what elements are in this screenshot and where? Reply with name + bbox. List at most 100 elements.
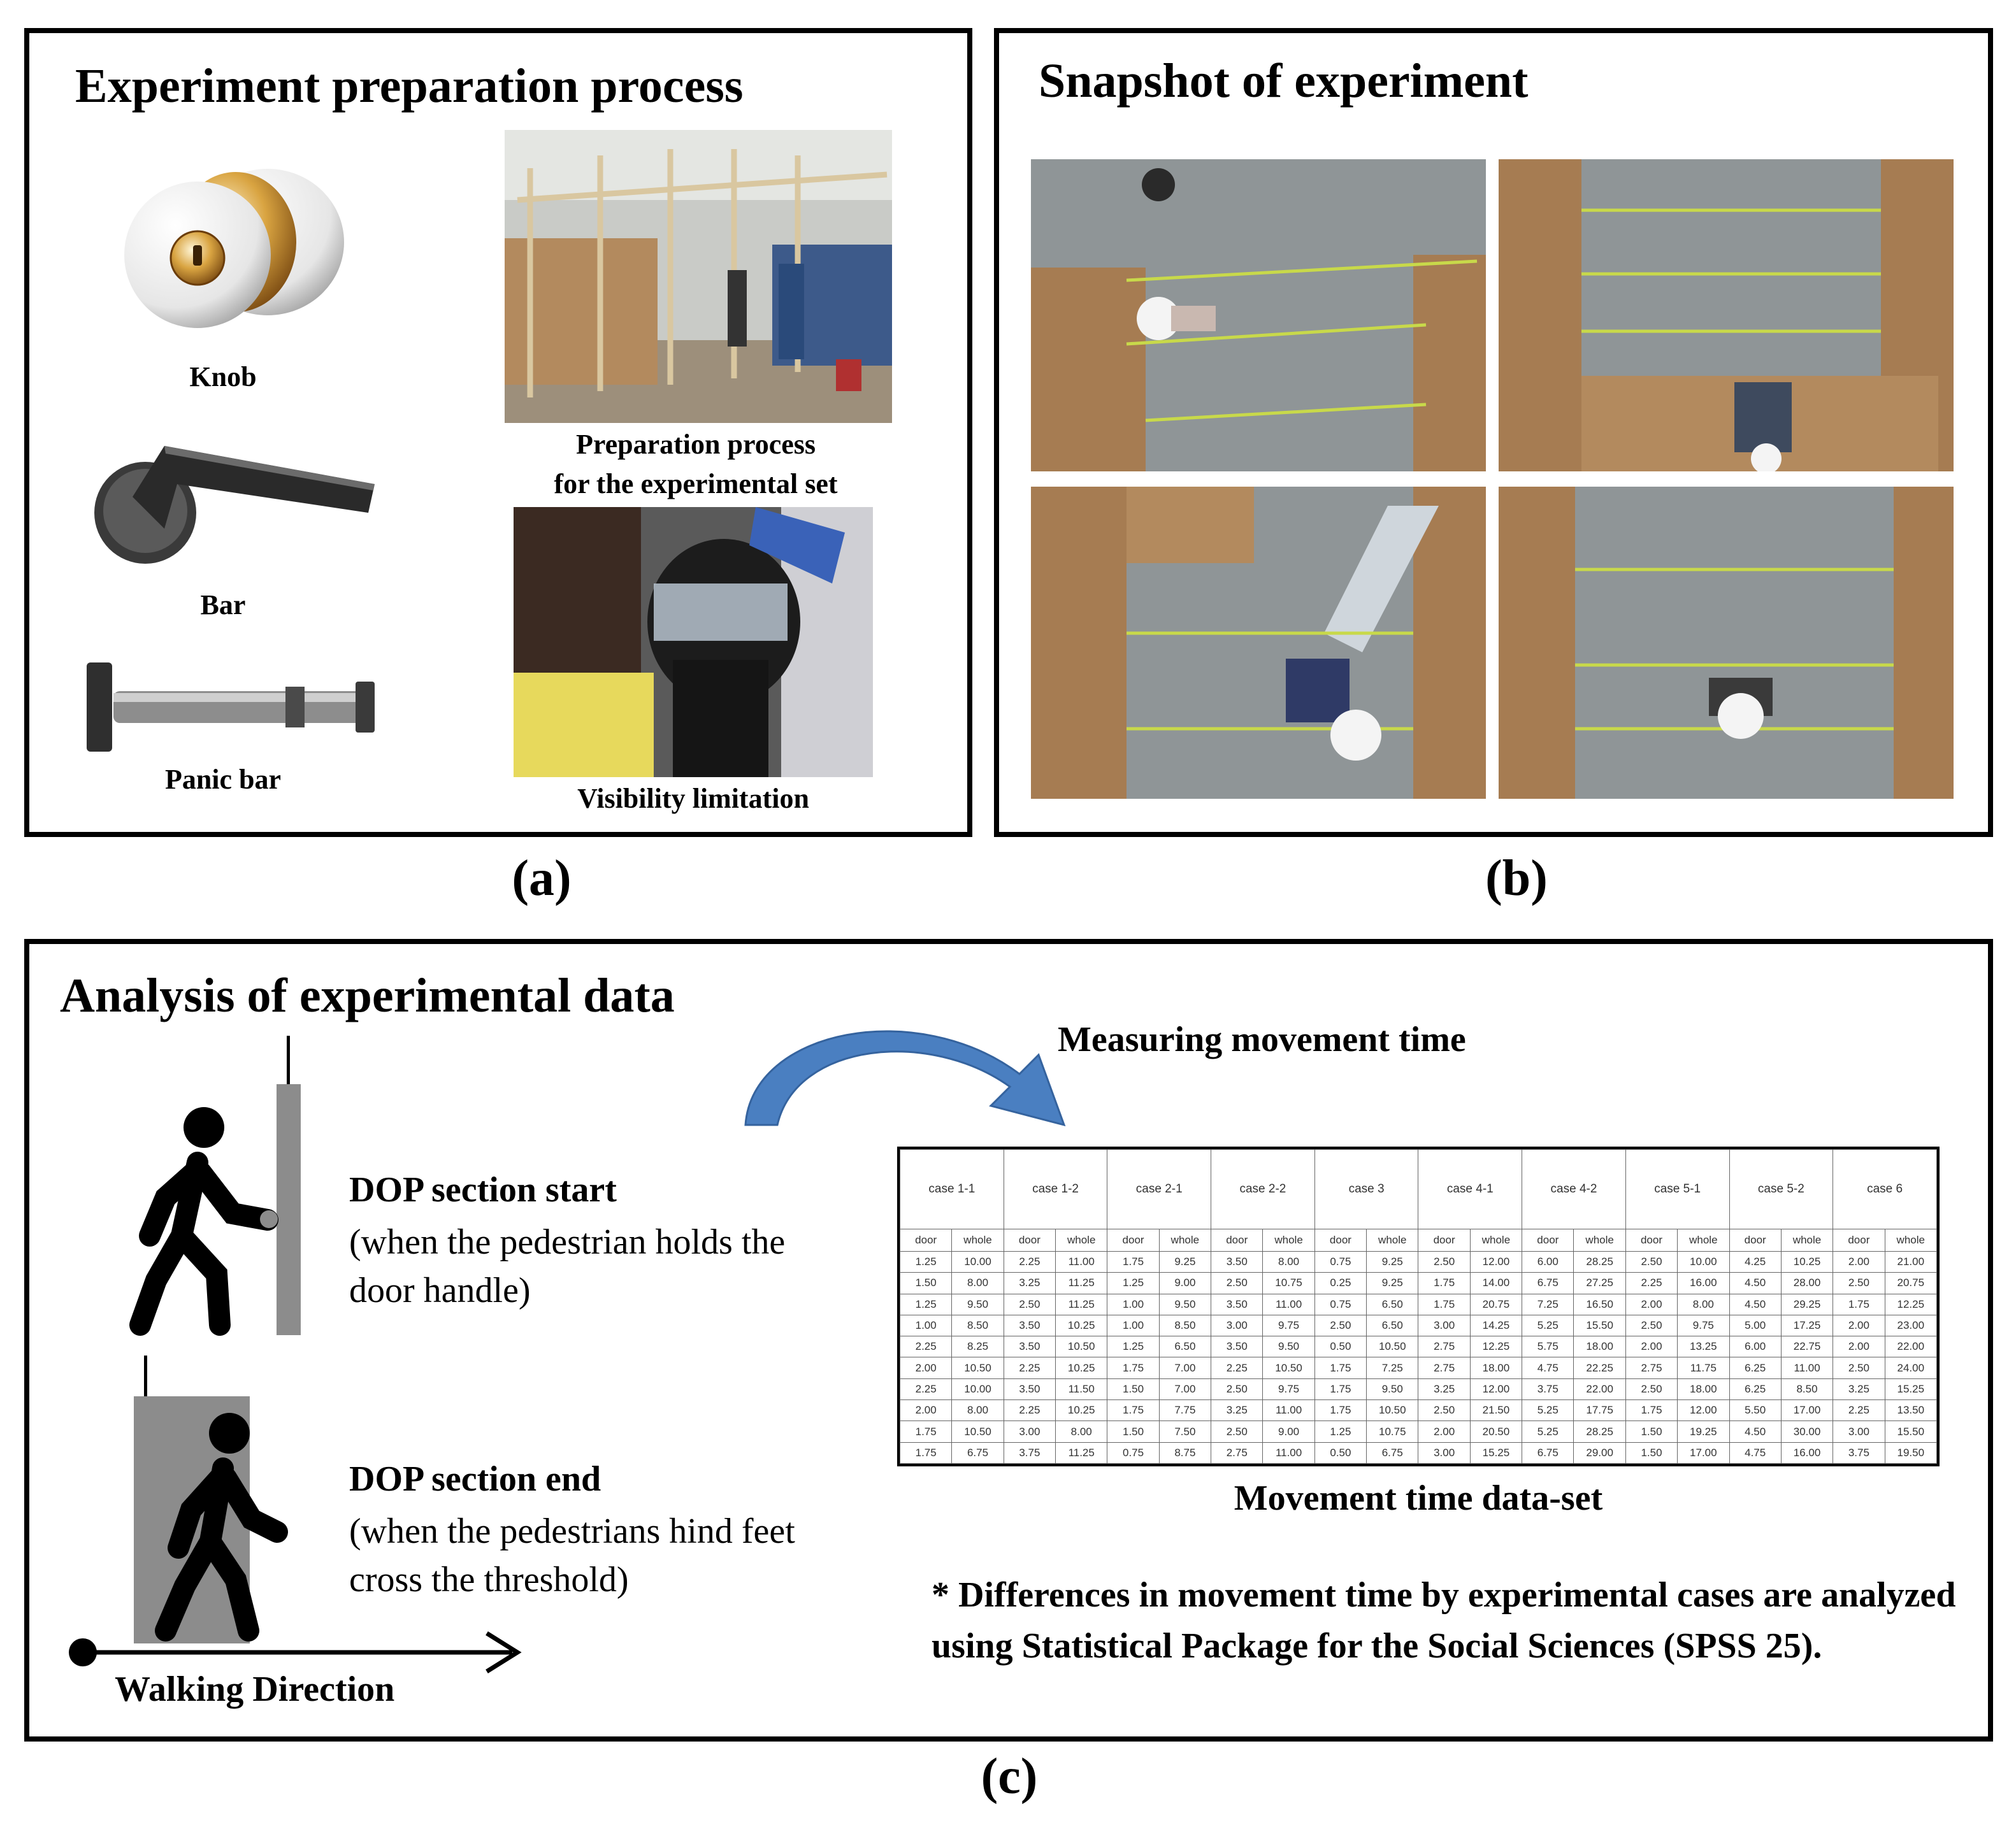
table-cell: 9.75 (1262, 1378, 1315, 1401)
table-cell: 14.25 (1469, 1314, 1523, 1337)
table-cell: 2.25 (1003, 1357, 1056, 1379)
table-cell: 6.75 (951, 1442, 1004, 1464)
table-cell: 1.75 (1625, 1399, 1678, 1422)
table-cell: 2.00 (899, 1399, 953, 1422)
table-cell: 0.50 (1314, 1336, 1367, 1358)
sub-header: whole (1469, 1229, 1523, 1252)
table-cell: 1.50 (1625, 1421, 1678, 1443)
sub-header: door (1729, 1229, 1782, 1252)
table-cell: 0.25 (1314, 1272, 1367, 1294)
dop-end-line1: (when the pedestrians hind feet (349, 1512, 795, 1551)
sub-header: whole (951, 1229, 1004, 1252)
table-cell: 9.00 (1262, 1421, 1315, 1443)
table-cell: 2.75 (1211, 1442, 1264, 1464)
bar-handle-image (75, 440, 381, 573)
table-cell: 13.50 (1884, 1399, 1938, 1422)
table-cell: 8.25 (951, 1336, 1004, 1358)
table-cell: 16.00 (1677, 1272, 1730, 1294)
table-cell: 21.00 (1884, 1250, 1938, 1273)
table-cell: 20.75 (1884, 1272, 1938, 1294)
door-handle (260, 1210, 278, 1228)
case-header: case 1-2 (1003, 1149, 1108, 1229)
table-cell: 16.50 (1573, 1293, 1626, 1315)
spss-note: * Differences in movement time by experi… (932, 1575, 1956, 1666)
table-cell: 15.50 (1884, 1421, 1938, 1443)
table-cell: 4.50 (1729, 1293, 1782, 1315)
table-cell: 22.00 (1884, 1336, 1938, 1358)
table-cell: 12.25 (1884, 1293, 1938, 1315)
table-cell: 7.75 (1158, 1399, 1212, 1422)
table-cell: 10.50 (1366, 1399, 1419, 1422)
measuring-arrow-icon (744, 1030, 1066, 1127)
table-cell: 12.00 (1677, 1399, 1730, 1422)
sub-header: whole (1158, 1229, 1212, 1252)
door-handle-rod (287, 1036, 290, 1084)
table-cell: 10.25 (1055, 1357, 1108, 1379)
table-cell: 20.75 (1469, 1293, 1523, 1315)
table-cell: 7.25 (1522, 1293, 1574, 1315)
table-cell: 14.00 (1469, 1272, 1523, 1294)
panel-c-title: Analysis of experimental data (60, 969, 675, 1022)
table-cell: 11.00 (1262, 1442, 1315, 1464)
door-open (277, 1084, 301, 1335)
table-cell: 2.25 (1832, 1399, 1885, 1422)
table-cell: 10.50 (951, 1421, 1004, 1443)
table-cell: 1.25 (1107, 1336, 1160, 1358)
table-cell: 9.50 (1262, 1336, 1315, 1358)
table-cell: 12.00 (1469, 1378, 1523, 1401)
table-cell: 3.25 (1832, 1378, 1885, 1401)
table-cell: 3.00 (1003, 1421, 1056, 1443)
case-header: case 5-2 (1729, 1149, 1834, 1229)
table-cell: 5.00 (1729, 1314, 1782, 1337)
table-cell: 1.00 (1107, 1314, 1160, 1337)
sub-header: whole (1573, 1229, 1626, 1252)
table-cell: 3.00 (1418, 1442, 1471, 1464)
table-cell: 9.25 (1158, 1250, 1212, 1273)
table-cell: 8.50 (951, 1314, 1004, 1337)
table-cell: 2.75 (1625, 1357, 1678, 1379)
table-cell: 3.00 (1832, 1421, 1885, 1443)
table-cell: 1.75 (1107, 1357, 1160, 1379)
case-header: case 3 (1314, 1149, 1419, 1229)
table-cell: 10.50 (951, 1357, 1004, 1379)
table-cell: 6.00 (1729, 1336, 1782, 1358)
table-cell: 1.75 (1107, 1399, 1160, 1422)
table-cell: 1.25 (1314, 1421, 1367, 1443)
table-cell: 6.25 (1729, 1357, 1782, 1379)
table-cell: 3.75 (1003, 1442, 1056, 1464)
table-cell: 9.25 (1366, 1250, 1419, 1273)
table-cell: 3.50 (1003, 1378, 1056, 1401)
walking-direction-arrow-icon (69, 1631, 522, 1673)
table-cell: 1.75 (1314, 1357, 1367, 1379)
table-cell: 1.25 (899, 1293, 953, 1315)
table-cell: 4.25 (1729, 1250, 1782, 1273)
table-cell: 2.00 (1832, 1314, 1885, 1337)
sub-header: whole (1677, 1229, 1730, 1252)
dop-start-line2: door handle) (349, 1271, 531, 1310)
table-cell: 16.00 (1780, 1442, 1834, 1464)
table-cell: 2.25 (1003, 1250, 1056, 1273)
table-cell: 3.25 (1003, 1272, 1056, 1294)
table-cell: 11.25 (1055, 1442, 1108, 1464)
table-cell: 9.75 (1262, 1314, 1315, 1337)
table-cell: 4.50 (1729, 1421, 1782, 1443)
preparation-photo (505, 130, 892, 423)
table-cell: 29.00 (1573, 1442, 1626, 1464)
sub-header: door (1522, 1229, 1574, 1252)
case-header: case 4-1 (1418, 1149, 1523, 1229)
table-cell: 5.25 (1522, 1399, 1574, 1422)
table-cell: 7.00 (1158, 1357, 1212, 1379)
table-cell: 12.00 (1469, 1250, 1523, 1273)
table-cell: 2.50 (1418, 1399, 1471, 1422)
snapshot-4 (1499, 487, 1954, 799)
table-cell: 11.00 (1262, 1399, 1315, 1422)
table-cell: 27.25 (1573, 1272, 1626, 1294)
table-cell: 10.50 (1262, 1357, 1315, 1379)
panel-a-label: (a) (512, 850, 572, 906)
sub-header: door (1107, 1229, 1160, 1252)
table-cell: 2.50 (1003, 1293, 1056, 1315)
table-cell: 11.25 (1055, 1293, 1108, 1315)
